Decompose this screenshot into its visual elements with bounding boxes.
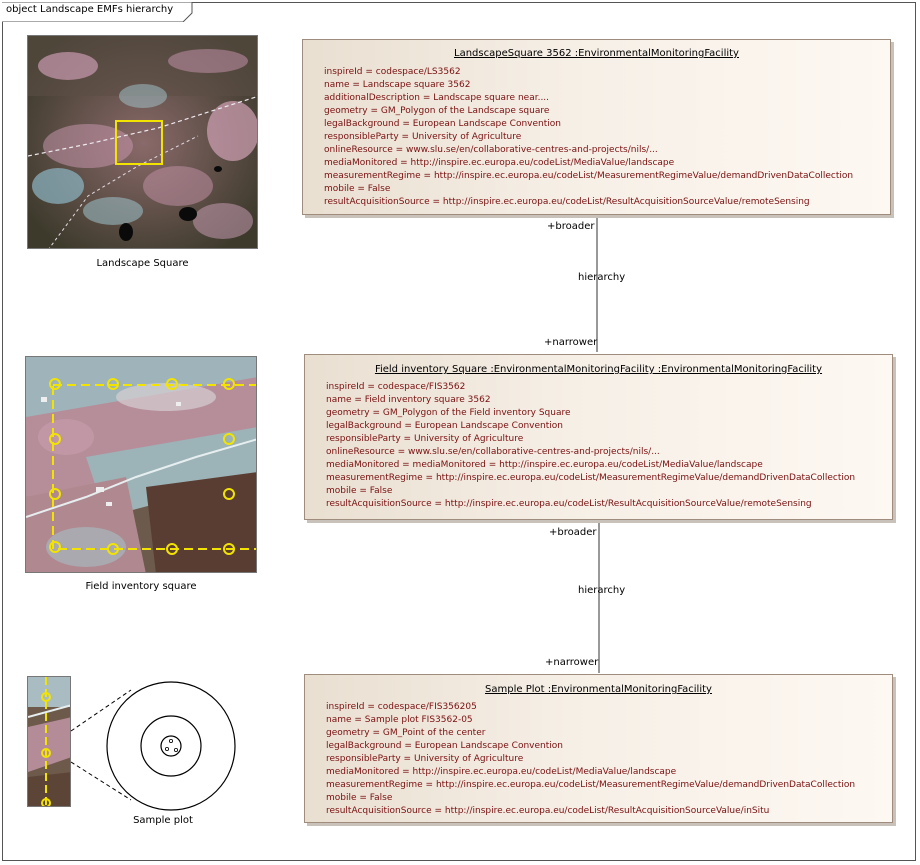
attribute: resultAcquisitionSource = http://inspire… <box>326 499 812 509</box>
attribute: measurementRegime = http://inspire.ec.eu… <box>326 473 856 483</box>
attribute: name = Landscape square 3562 <box>324 80 471 90</box>
link1-narrower-label: +narrower <box>544 337 598 348</box>
landscape-square-image <box>27 35 258 249</box>
attribute: inspireId = codespace/FIS356205 <box>326 702 477 712</box>
attribute: legalBackground = European Landscape Con… <box>326 741 563 751</box>
frame-tab <box>2 2 193 22</box>
attribute: inspireId = codespace/FIS3562 <box>326 382 466 392</box>
link2-broader-label: +broader <box>549 527 597 538</box>
attribute: additionalDescription = Landscape square… <box>324 93 550 103</box>
attribute: geometry = GM_Polygon of the Field inven… <box>326 408 571 418</box>
field-inventory-image <box>25 356 257 573</box>
attribute: mobile = False <box>326 793 393 803</box>
attribute: name = Field inventory square 3562 <box>326 395 491 405</box>
attribute: mediaMonitored = mediaMonitored = http:/… <box>326 460 763 470</box>
attribute: geometry = GM_Polygon of the Landscape s… <box>324 106 550 116</box>
attribute: name = Sample plot FIS3562-05 <box>326 715 473 725</box>
attribute: mediaMonitored = http://inspire.ec.europ… <box>326 767 677 777</box>
link1-name-label: hierarchy <box>578 272 626 283</box>
attribute: mediaMonitored = http://inspire.ec.europ… <box>324 158 675 168</box>
attribute: mobile = False <box>324 184 391 194</box>
object-title: Sample Plot :EnvironmentalMonitoringFaci… <box>485 684 712 695</box>
attribute: resultAcquisitionSource = http://inspire… <box>326 806 770 816</box>
inner-plot-circle <box>160 735 182 757</box>
link2-narrower-label: +narrower <box>545 657 599 668</box>
object-title: Field inventory Square :EnvironmentalMon… <box>374 364 823 375</box>
attribute: mobile = False <box>326 486 393 496</box>
landscape-square-object[interactable]: LandscapeSquare 3562 :EnvironmentalMonit… <box>302 39 891 215</box>
attribute: legalBackground = European Landscape Con… <box>326 421 563 431</box>
attribute-list: inspireId = codespace/LS3562 name = Land… <box>324 66 853 209</box>
image-caption: Sample plot <box>133 815 193 826</box>
attribute: measurementRegime = http://inspire.ec.eu… <box>326 780 856 790</box>
link2-name-label: hierarchy <box>578 585 626 596</box>
sample-plot-schematic <box>70 681 236 811</box>
attribute: geometry = GM_Point of the center <box>326 728 486 738</box>
link1-broader-label: +broader <box>547 221 595 232</box>
sample-plot-strip-image <box>27 676 71 807</box>
image-caption: Landscape Square <box>96 258 189 269</box>
attribute: responsibleParty = University of Agricul… <box>326 434 524 444</box>
attribute: onlineResource = www.slu.se/en/collabora… <box>326 447 660 457</box>
image-caption: Field inventory square <box>85 581 197 592</box>
attribute: resultAcquisitionSource = http://inspire… <box>324 197 810 207</box>
field-inventory-square-object[interactable]: Field inventory Square :EnvironmentalMon… <box>304 354 893 520</box>
attribute-list: inspireId = codespace/FIS3562 name = Fie… <box>326 381 855 511</box>
sample-plot-object[interactable]: Sample Plot :EnvironmentalMonitoringFaci… <box>304 674 893 823</box>
attribute: responsibleParty = University of Agricul… <box>324 132 522 142</box>
attribute-list: inspireId = codespace/FIS356205 name = S… <box>326 701 855 818</box>
attribute: measurementRegime = http://inspire.ec.eu… <box>324 171 854 181</box>
object-title: LandscapeSquare 3562 :EnvironmentalMonit… <box>454 48 739 59</box>
attribute: legalBackground = European Landscape Con… <box>324 119 561 129</box>
attribute: inspireId = codespace/LS3562 <box>324 67 461 77</box>
attribute: responsibleParty = University of Agricul… <box>326 754 524 764</box>
frame-title: object Landscape EMFs hierarchy <box>6 4 174 15</box>
attribute: onlineResource = www.slu.se/en/collabora… <box>324 145 658 155</box>
